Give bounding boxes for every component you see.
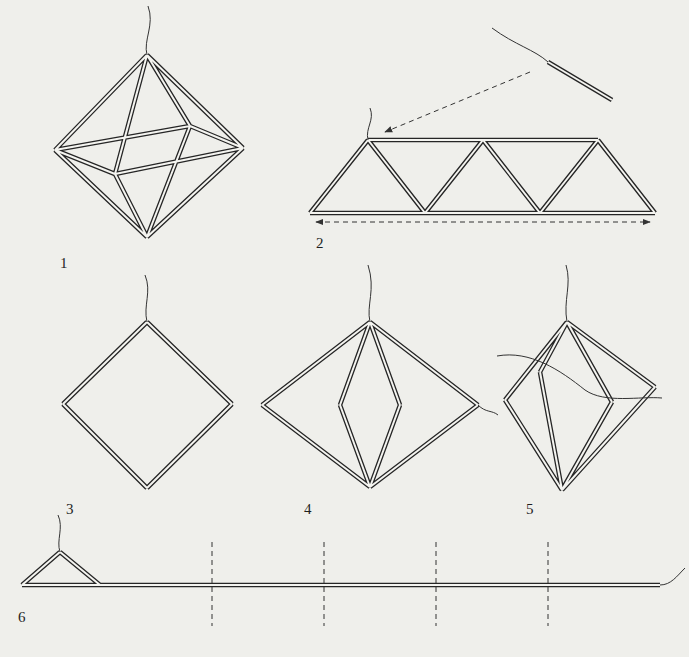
thread xyxy=(367,108,371,140)
thread xyxy=(492,28,548,62)
figure-five-diamond xyxy=(497,265,662,490)
straw-bore xyxy=(310,62,655,213)
dashed-arrow xyxy=(385,72,530,132)
figure-number: 6 xyxy=(18,610,26,625)
straw-outline xyxy=(310,62,655,213)
thread xyxy=(368,265,371,322)
thread xyxy=(497,355,662,399)
dashed-divider xyxy=(212,542,213,626)
dashed-divider xyxy=(548,542,549,626)
dashed-divider xyxy=(324,542,325,626)
straw-outline xyxy=(63,322,232,488)
figure-number: 3 xyxy=(66,502,74,517)
figure-four-diamond xyxy=(262,265,498,487)
figure-one-octahedron xyxy=(55,6,243,237)
figure-number: 2 xyxy=(316,236,324,251)
straw-bore xyxy=(63,322,232,488)
straw-outline xyxy=(262,322,478,487)
straw-outline xyxy=(55,55,243,237)
figure-number: 1 xyxy=(60,256,68,271)
thread xyxy=(478,405,498,415)
figure-six-chain xyxy=(22,515,685,626)
thread xyxy=(58,515,60,552)
thread xyxy=(566,265,568,322)
straw-bore xyxy=(505,322,655,490)
figure-number: 5 xyxy=(526,502,534,517)
thread xyxy=(146,6,150,55)
dashed-arrow xyxy=(316,222,650,223)
thread xyxy=(660,568,685,585)
straw-bore xyxy=(55,55,243,237)
figure-two-strip xyxy=(310,28,655,222)
straw-outline xyxy=(505,322,655,490)
straw-outline xyxy=(22,552,660,585)
figure-three-square xyxy=(63,275,232,488)
straw-bore xyxy=(22,552,660,585)
straw-bore xyxy=(262,322,478,487)
figure-number: 4 xyxy=(304,502,312,517)
thread xyxy=(145,275,148,322)
dashed-divider xyxy=(436,542,437,626)
